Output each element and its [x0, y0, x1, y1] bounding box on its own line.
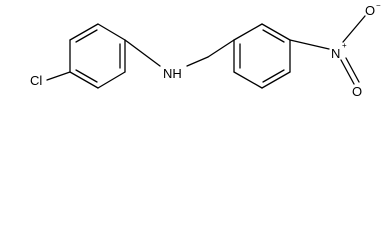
- ring1-inner-bond-2: [75, 69, 98, 83]
- ring2-inner-bond-3: [262, 69, 285, 83]
- ring1-bond-4: [69, 71, 99, 89]
- n-o-bond-bottom-2: [345, 57, 360, 83]
- chlorine-label: Cl: [30, 73, 42, 88]
- n-ch2-bond: [186, 56, 209, 67]
- nitro-oxygen-bottom-label: O: [352, 84, 362, 99]
- nitro-oxygen-top-charge: −: [376, 1, 381, 10]
- c-no2-bond: [289, 39, 330, 50]
- c-n-bond: [124, 39, 161, 67]
- ring2-bond-2: [261, 23, 291, 41]
- ring1-inner-bond-3: [75, 29, 98, 43]
- nitro-nitrogen-label: N: [331, 46, 340, 61]
- nitro-nitrogen-charge: +: [342, 41, 347, 50]
- ch2-ring-bond: [207, 39, 235, 58]
- ring1-bond-3: [97, 71, 126, 89]
- ring2-inner-bond-2: [262, 29, 285, 43]
- n-o-bond-bottom-1: [340, 59, 355, 85]
- ring2-bond-5: [233, 71, 263, 89]
- chemical-structure: Cl NH N + O − O: [30, 1, 381, 99]
- ring2-bond-4: [261, 71, 291, 89]
- amine-label: NH: [163, 66, 182, 81]
- c-cl-bond: [46, 71, 71, 81]
- nitrophenyl-ring: [233, 23, 291, 89]
- nitro-oxygen-top-label: O: [365, 3, 375, 18]
- ring1-bond-1: [97, 23, 126, 41]
- ring1-bond-6: [69, 23, 99, 41]
- n-o-bond-top: [342, 15, 366, 43]
- ring2-bond-1: [233, 23, 263, 41]
- chlorophenyl-ring: [69, 23, 126, 89]
